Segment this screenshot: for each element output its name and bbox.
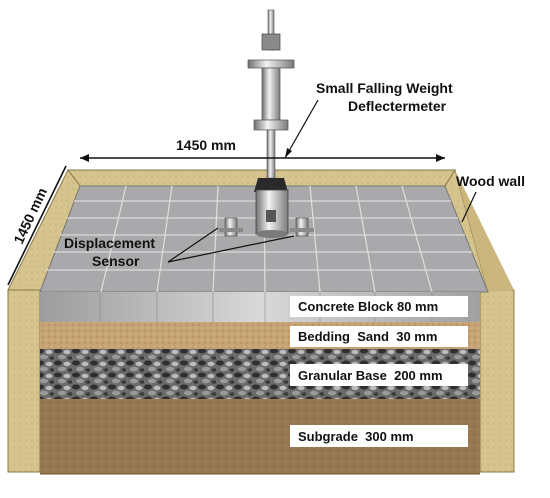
sfwd-leader-line [284,99,319,159]
sfwd-label-line2: Deflectermeter [348,98,447,114]
wood-wall-leader [461,191,477,223]
wood-wall-label: Wood wall [456,173,525,189]
width-dimension: 1450 mm [80,137,445,162]
layer-labels: Concrete Block 80 mm Bedding Sand 30 mm … [290,296,468,447]
sensor-leader-left [167,227,219,263]
displacement-sensor-right [290,217,314,237]
width-dimension-label: 1450 mm [176,137,236,153]
wood-box [7,168,515,473]
sensor-label-line2: Sensor [92,253,140,269]
displacement-sensors [219,217,314,237]
sensor-label-line1: Displacement [64,235,155,251]
block-surface [39,185,489,293]
layer-label-box-subgrade [290,425,468,447]
sensor-leader-right [167,235,295,263]
sfwd-device [247,9,295,238]
displacement-sensor-left [219,217,243,237]
layer-label-box-sand [290,326,468,347]
layer-label-granular: Granular Base 200 mm [298,368,443,383]
layer-label-sand: Bedding Sand 30 mm [298,329,437,344]
layer-label-subgrade: Subgrade 300 mm [298,429,414,444]
sfwd-label-line1: Small Falling Weight [316,80,453,96]
layer-label-box-granular [290,364,468,386]
layer-label-box-concrete [290,296,468,317]
layer-label-concrete: Concrete Block 80 mm [298,299,438,314]
